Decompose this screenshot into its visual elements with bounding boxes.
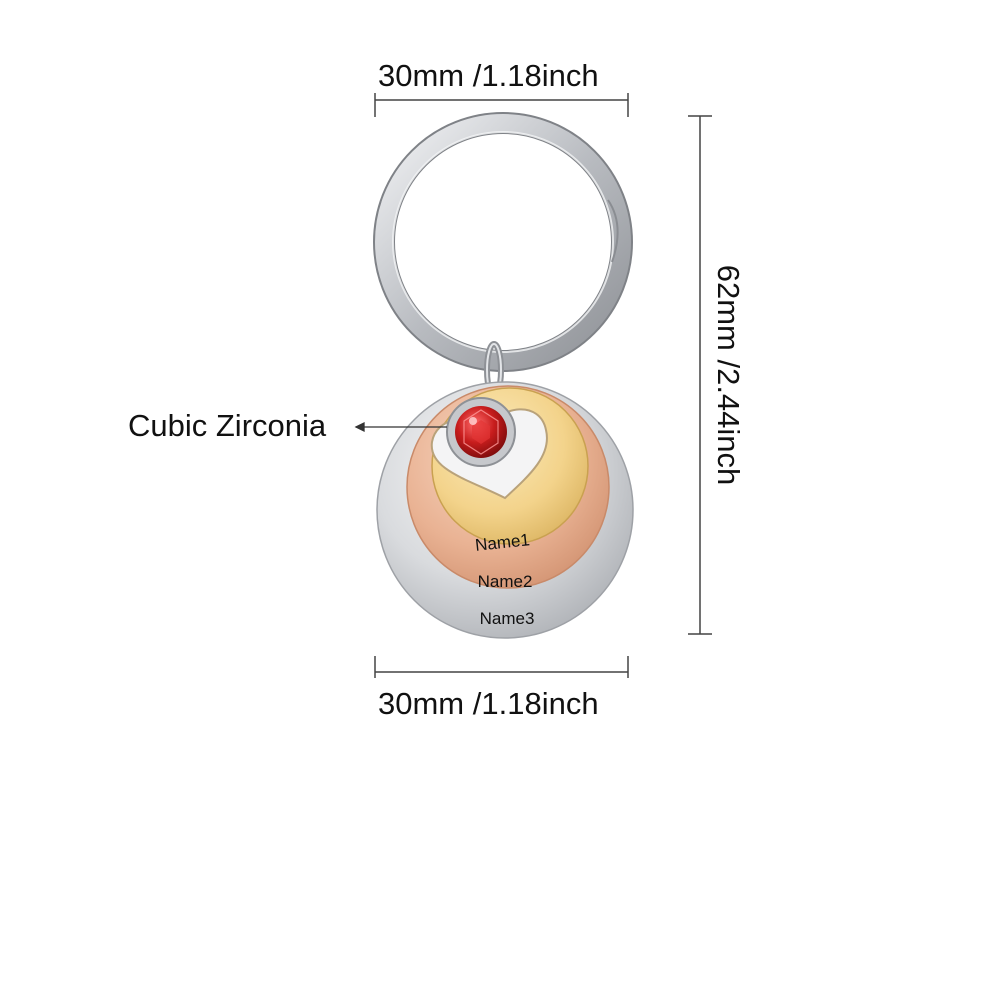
key-ring-icon	[373, 112, 633, 372]
cubic-zirconia-callout-arrow	[354, 421, 447, 433]
red-gem-icon	[446, 397, 516, 467]
top-width-dimension-line	[374, 93, 629, 117]
name3-engraving: Name3	[480, 609, 535, 628]
top-width-label: 30mm /1.18inch	[378, 58, 599, 93]
height-label: 62mm /2.44inch	[711, 264, 746, 486]
bottom-width-label: 30mm /1.18inch	[378, 686, 599, 721]
name2-engraving: Name2	[478, 572, 533, 591]
cubic-zirconia-label: Cubic Zirconia	[128, 408, 327, 443]
height-dimension-line	[688, 115, 712, 635]
bottom-width-dimension-line	[374, 656, 629, 678]
